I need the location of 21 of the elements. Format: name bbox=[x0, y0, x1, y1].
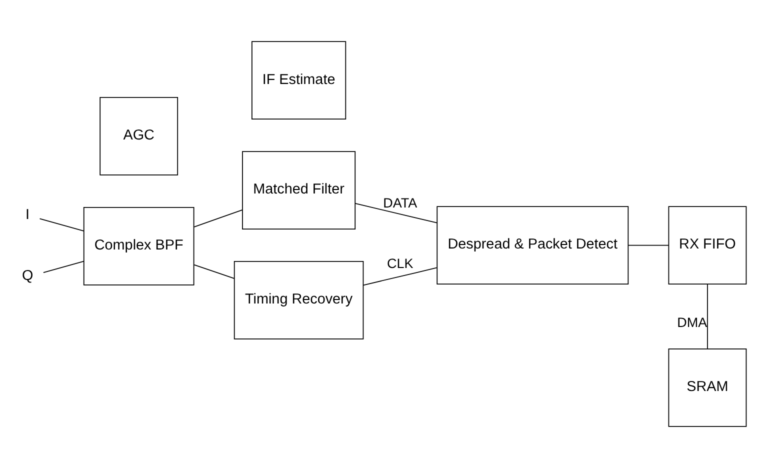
node-box: Timing Recovery bbox=[234, 261, 364, 340]
node-box: IF Estimate bbox=[252, 41, 346, 120]
connector bbox=[628, 244, 669, 246]
node-box: Complex BPF bbox=[83, 206, 194, 286]
connector bbox=[194, 264, 235, 279]
node-box: AGC bbox=[100, 97, 178, 176]
node-text: I bbox=[26, 206, 30, 223]
connector bbox=[39, 218, 84, 232]
connector bbox=[194, 210, 243, 228]
connector bbox=[707, 284, 708, 350]
node-box: SRAM bbox=[668, 348, 747, 427]
node-text: Q bbox=[22, 268, 34, 284]
connector bbox=[362, 267, 438, 286]
connector bbox=[354, 203, 438, 224]
node-box: RX FIFO bbox=[668, 206, 747, 284]
node-box: Despread & Packet Detect bbox=[436, 206, 629, 284]
connector bbox=[43, 260, 84, 274]
edge-label: DATA bbox=[383, 195, 418, 210]
edge-label: DMA bbox=[677, 315, 708, 330]
node-box: Matched Filter bbox=[242, 151, 356, 230]
edge-label: CLK bbox=[387, 256, 414, 271]
